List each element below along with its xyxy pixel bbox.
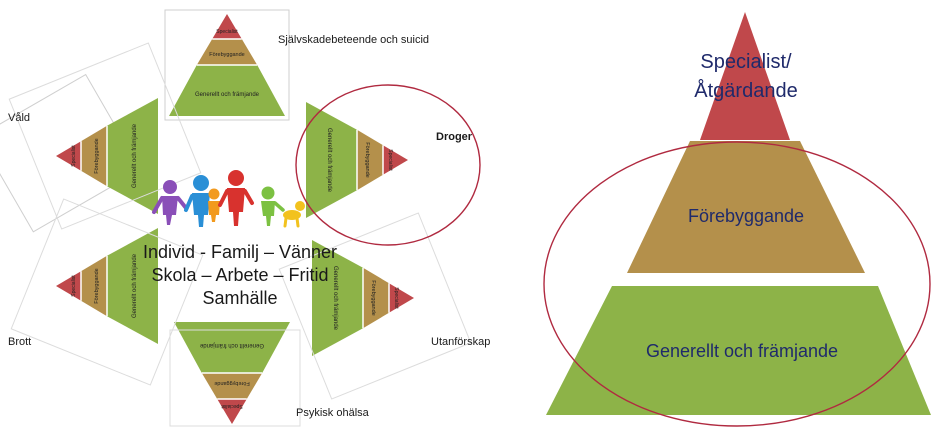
label-specialist-ul: Specialist <box>71 145 77 167</box>
card-upper-left <box>0 73 142 233</box>
label-forebyggande-ul: Förebyggande <box>94 138 100 173</box>
label-generellt-top: Generellt och främjande <box>195 92 260 98</box>
big-highlight-circle <box>543 141 931 427</box>
label-forebyggande-ur: Förebyggande <box>364 142 370 177</box>
pyramid-upper-left-main: Specialist Förebyggande Generellt och fr… <box>55 97 159 215</box>
pyramid-top: Specialist Förebyggande Generellt och fr… <box>164 9 290 121</box>
big-label-top-2: Åtgärdande <box>694 79 797 102</box>
label-forebyggande-bottom: Förebyggande <box>214 380 249 386</box>
label-generellt-ll: Generellt och främjande <box>132 253 138 318</box>
label-specialist-ur: Specialist <box>387 149 393 171</box>
pyramid-lower-right: Specialist Förebyggande Generellt och fr… <box>311 239 415 357</box>
center-line-1: Individ - Familj – Vänner <box>143 242 337 262</box>
topic-lower-right: Utanförskap <box>431 336 490 348</box>
label-forebyggande-top: Förebyggande <box>209 52 244 58</box>
topic-upper-right: Droger <box>436 131 473 143</box>
hexagram-diagram: Specialist Förebyggande Generellt och fr… <box>0 9 490 427</box>
big-pyramid-middle-tier <box>627 141 865 273</box>
big-pyramid-bottom-tier <box>546 286 931 415</box>
pyramid-upper-right: Specialist Förebyggande Generellt och fr… <box>305 101 409 219</box>
label-specialist-lr: Specialist <box>393 287 399 309</box>
label-generellt-bottom: Generellt och främjande <box>199 342 264 348</box>
card-outlines <box>8 42 472 427</box>
big-label-middle: Förebyggande <box>688 206 804 226</box>
center-line-2: Skola – Arbete – Fritid <box>151 265 328 285</box>
label-specialist-bottom: Specialist <box>221 403 243 409</box>
big-label-top-1: Specialist/ <box>700 51 792 73</box>
label-generellt-lr: Generellt och främjande <box>332 266 338 331</box>
big-label-bottom: Generellt och främjande <box>646 341 838 361</box>
label-forebyggande-lr: Förebyggande <box>370 280 376 315</box>
label-generellt-ul: Generellt och främjande <box>132 123 138 188</box>
pyramid-upper-left <box>0 73 142 233</box>
big-pyramid: Specialist/ Åtgärdande Förebyggande Gene… <box>543 12 931 427</box>
topic-bottom: Psykisk ohälsa <box>296 407 370 419</box>
pyramid-lower-left: Specialist Förebyggande Generellt och fr… <box>55 227 159 345</box>
topic-top: Självskadebeteende och suicid <box>278 34 429 46</box>
topic-upper-left: Våld <box>8 112 30 124</box>
big-pyramid-top-tier <box>700 12 790 140</box>
label-specialist-ll: Specialist <box>71 275 77 297</box>
topic-lower-left: Brott <box>8 336 31 348</box>
label-forebyggande-ll: Förebyggande <box>94 268 100 303</box>
label-generellt-ur: Generellt och främjande <box>326 128 332 193</box>
label-specialist-top: Specialist <box>216 29 238 35</box>
people-figures-icon <box>152 170 305 228</box>
highlight-circle-droger <box>295 84 481 246</box>
pyramid-bottom: Specialist Förebyggande Generellt och fr… <box>173 321 291 425</box>
center-line-3: Samhälle <box>202 288 277 308</box>
